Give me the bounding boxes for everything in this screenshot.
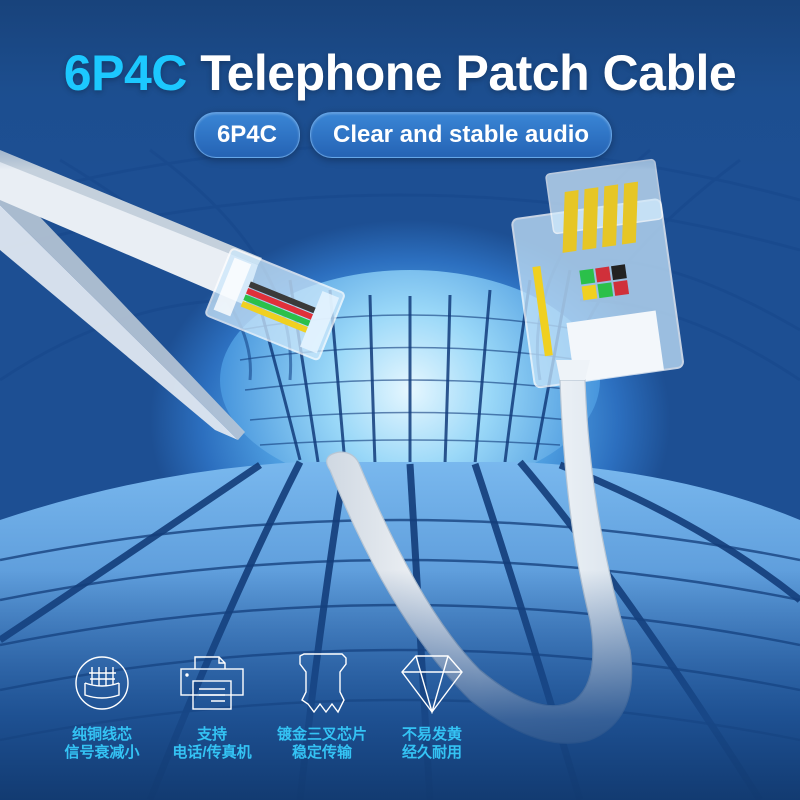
feature-item-fax: 支持 电话/传真机 xyxy=(158,648,266,762)
feature-caption: 镀金三叉芯片 稳定传输 xyxy=(276,726,367,761)
feature-caption: 纯铜线芯 信号衰减小 xyxy=(64,726,140,761)
title-accent: 6P4C xyxy=(63,45,188,101)
pill-connector-type: 6P4C xyxy=(193,112,300,158)
bottom-gradient-overlay xyxy=(0,570,800,800)
gold-contact-icon xyxy=(268,648,376,718)
feature-caption: 不易发黄 经久耐用 xyxy=(401,726,462,761)
page-title: 6P4C Telephone Patch Cable xyxy=(0,44,800,102)
feature-item-copper: 纯铜线芯 信号衰减小 xyxy=(48,648,156,762)
feature-item-gold-contact: 镀金三叉芯片 稳定传输 xyxy=(268,648,376,762)
fax-printer-icon xyxy=(158,648,266,718)
pill-audio-quality: Clear and stable audio xyxy=(309,112,613,158)
feature-list: 纯铜线芯 信号衰减小 支持 电话/传真机 xyxy=(48,648,488,762)
feature-item-durable: 不易发黄 经久耐用 xyxy=(378,648,486,762)
diamond-icon xyxy=(378,648,486,718)
copper-core-icon xyxy=(48,648,156,718)
feature-caption: 支持 电话/传真机 xyxy=(172,726,252,761)
feature-pills: 6P4C Clear and stable audio xyxy=(0,112,800,158)
title-text: Telephone Patch Cable xyxy=(200,45,737,101)
